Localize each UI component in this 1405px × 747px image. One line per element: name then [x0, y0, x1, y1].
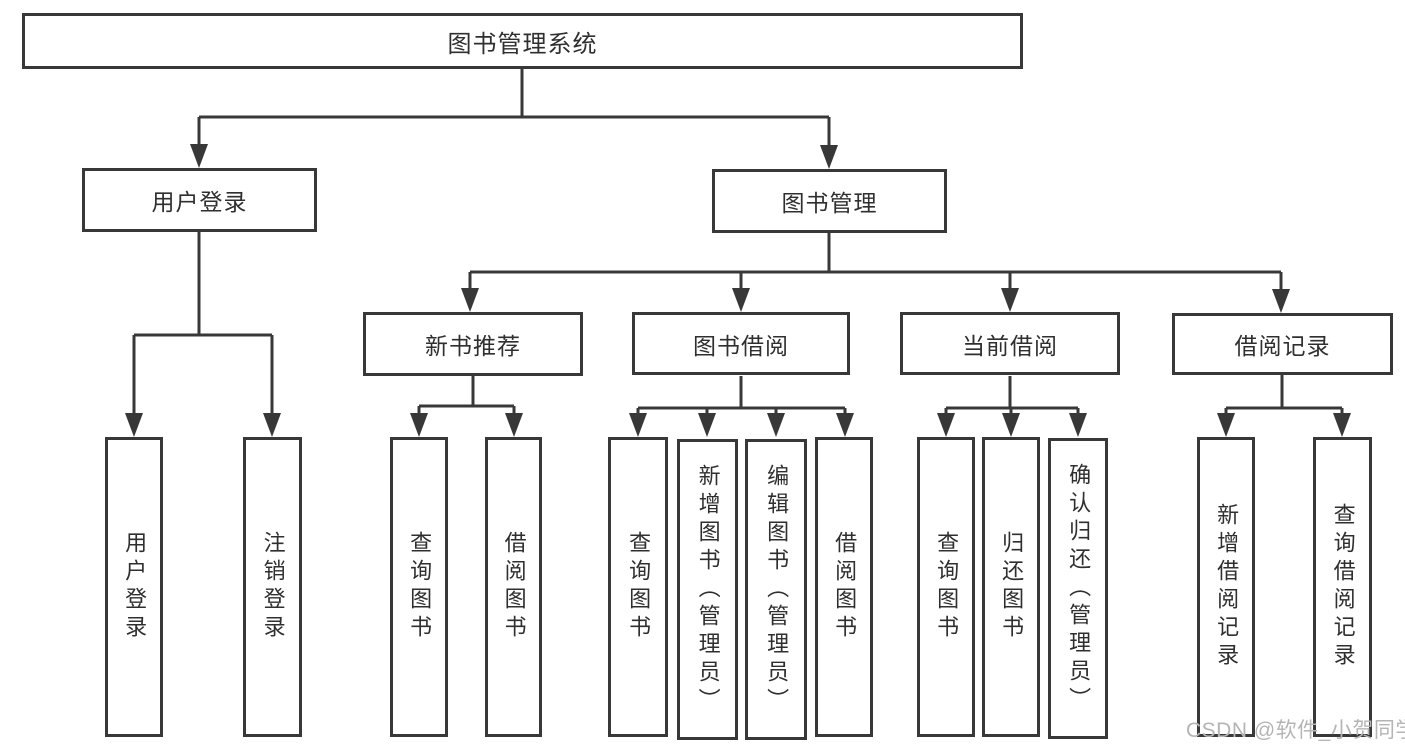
- leaf-query-borrow-record: 查询借阅记录: [1313, 437, 1372, 737]
- leaf-query-books-2: 查询图书: [608, 437, 668, 737]
- node-current-borrow: 当前借阅: [900, 312, 1120, 375]
- connector-root-branch: [197, 69, 831, 147]
- connector-book-mgmt-branch: [468, 233, 1283, 291]
- leaf-logout: 注销登录: [243, 437, 302, 737]
- leaf-add-book-admin-label: 新增图书（管理员）: [695, 463, 721, 716]
- leaf-query-books-3-label: 查询图书: [934, 531, 960, 643]
- connector-borrow-records-branch: [1224, 375, 1344, 415]
- leaf-edit-book-admin: 编辑图书（管理员）: [745, 439, 807, 740]
- node-borrow-records-label: 借阅记录: [1234, 333, 1331, 359]
- node-borrow-records: 借阅记录: [1172, 313, 1393, 375]
- leaf-add-book-admin: 新增图书（管理员）: [677, 439, 738, 740]
- node-book-borrow: 图书借阅: [632, 312, 850, 375]
- leaf-return-book-label: 归还图书: [999, 531, 1025, 643]
- leaf-edit-book-admin-label: 编辑图书（管理员）: [764, 463, 790, 716]
- node-current-borrow-label: 当前借阅: [962, 332, 1058, 359]
- leaf-confirm-return-admin: 确认归还（管理员）: [1048, 438, 1108, 739]
- leaf-query-books-1: 查询图书: [390, 437, 448, 737]
- node-user-login: 用户登录: [82, 168, 317, 232]
- node-new-book-rec: 新书推荐: [363, 312, 583, 376]
- arrowheads: [125, 144, 1351, 437]
- leaf-borrow-books-1-label: 借阅图书: [501, 531, 527, 643]
- leaf-logout-label: 注销登录: [260, 531, 286, 643]
- leaf-query-books-3: 查询图书: [917, 437, 975, 737]
- node-new-book-rec-label: 新书推荐: [425, 333, 521, 359]
- node-root-label: 图书管理系统: [447, 30, 598, 58]
- connector-new-book-branch: [417, 376, 516, 415]
- csdn-watermark: CSDN @软件_小贺同学: [1186, 719, 1405, 742]
- leaf-borrow-books-2-label: 借阅图书: [832, 531, 858, 643]
- connector-current-borrow-branch: [944, 376, 1080, 415]
- leaf-borrow-books-1: 借阅图书: [485, 437, 542, 737]
- connector-book-borrow-branch: [636, 376, 847, 415]
- node-user-login-label: 用户登录: [151, 189, 248, 215]
- connector-user-login-branch: [132, 232, 274, 415]
- node-book-borrow-label: 图书借阅: [693, 332, 789, 359]
- leaf-query-books-1-label: 查询图书: [407, 531, 433, 643]
- leaf-return-book: 归还图书: [982, 437, 1040, 737]
- leaf-query-books-2-label: 查询图书: [626, 531, 652, 643]
- node-book-mgmt: 图书管理: [712, 169, 947, 233]
- node-root-system: 图书管理系统: [22, 13, 1023, 69]
- leaf-borrow-books-2: 借阅图书: [815, 437, 873, 737]
- node-book-mgmt-label: 图书管理: [781, 190, 878, 216]
- leaf-add-borrow-record: 新增借阅记录: [1197, 437, 1255, 737]
- leaf-user-login: 用户登录: [105, 437, 163, 737]
- leaf-add-borrow-record-label: 新增借阅记录: [1214, 503, 1240, 671]
- leaf-confirm-return-admin-label: 确认归还（管理员）: [1066, 462, 1092, 715]
- leaf-query-borrow-record-label: 查询借阅记录: [1330, 503, 1356, 671]
- leaf-user-login-label: 用户登录: [122, 531, 148, 643]
